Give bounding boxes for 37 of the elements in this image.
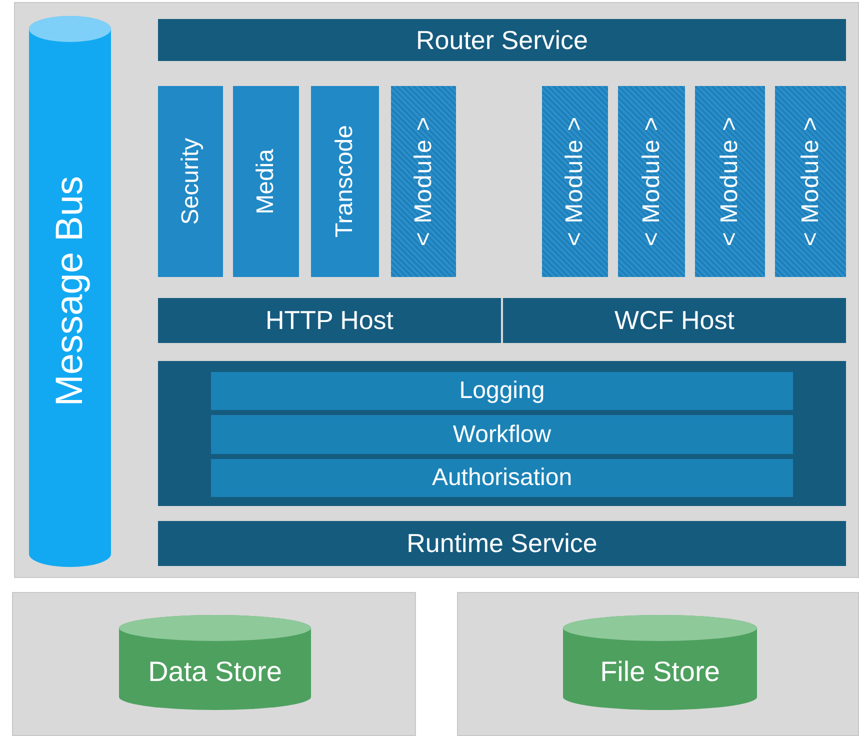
label: WCF Host: [614, 305, 734, 336]
label: < Module >: [638, 116, 666, 247]
pipeline-container: [158, 361, 846, 506]
placeholder-module-column: [618, 86, 685, 277]
label: Logging: [459, 377, 545, 405]
panel-background: [457, 592, 859, 736]
panel-background: [14, 2, 859, 578]
label: Message Bus: [48, 176, 92, 407]
label: Data Store: [148, 656, 282, 688]
placeholder-module-column: [391, 86, 456, 277]
label: Security: [176, 138, 204, 225]
label: < Module >: [561, 116, 589, 247]
label: Transcode: [331, 125, 359, 238]
service-bar: [158, 521, 846, 566]
module-column: [233, 86, 299, 277]
label: Workflow: [452, 420, 552, 448]
label: HTTP Host: [265, 305, 394, 336]
placeholder-module-column: [695, 86, 765, 277]
placeholder-module-column: [542, 86, 608, 277]
service-bar: [158, 19, 846, 61]
pipeline-bar: [211, 459, 793, 497]
label: < Module >: [410, 116, 438, 247]
host-bar: [158, 298, 501, 343]
label: < Module >: [716, 116, 744, 247]
panel-background: [12, 592, 416, 736]
label: < Module >: [796, 116, 824, 247]
placeholder-module-column: [775, 86, 846, 277]
label: File Store: [600, 656, 720, 688]
label: Media: [252, 148, 280, 214]
pipeline-bar: [211, 415, 793, 454]
module-column: [158, 86, 223, 277]
label: Runtime Service: [406, 528, 598, 559]
host-bar: [503, 298, 846, 343]
module-column: [311, 86, 379, 277]
label: Router Service: [416, 24, 588, 56]
pipeline-bar: [211, 372, 793, 410]
label: Authorisation: [432, 464, 572, 492]
